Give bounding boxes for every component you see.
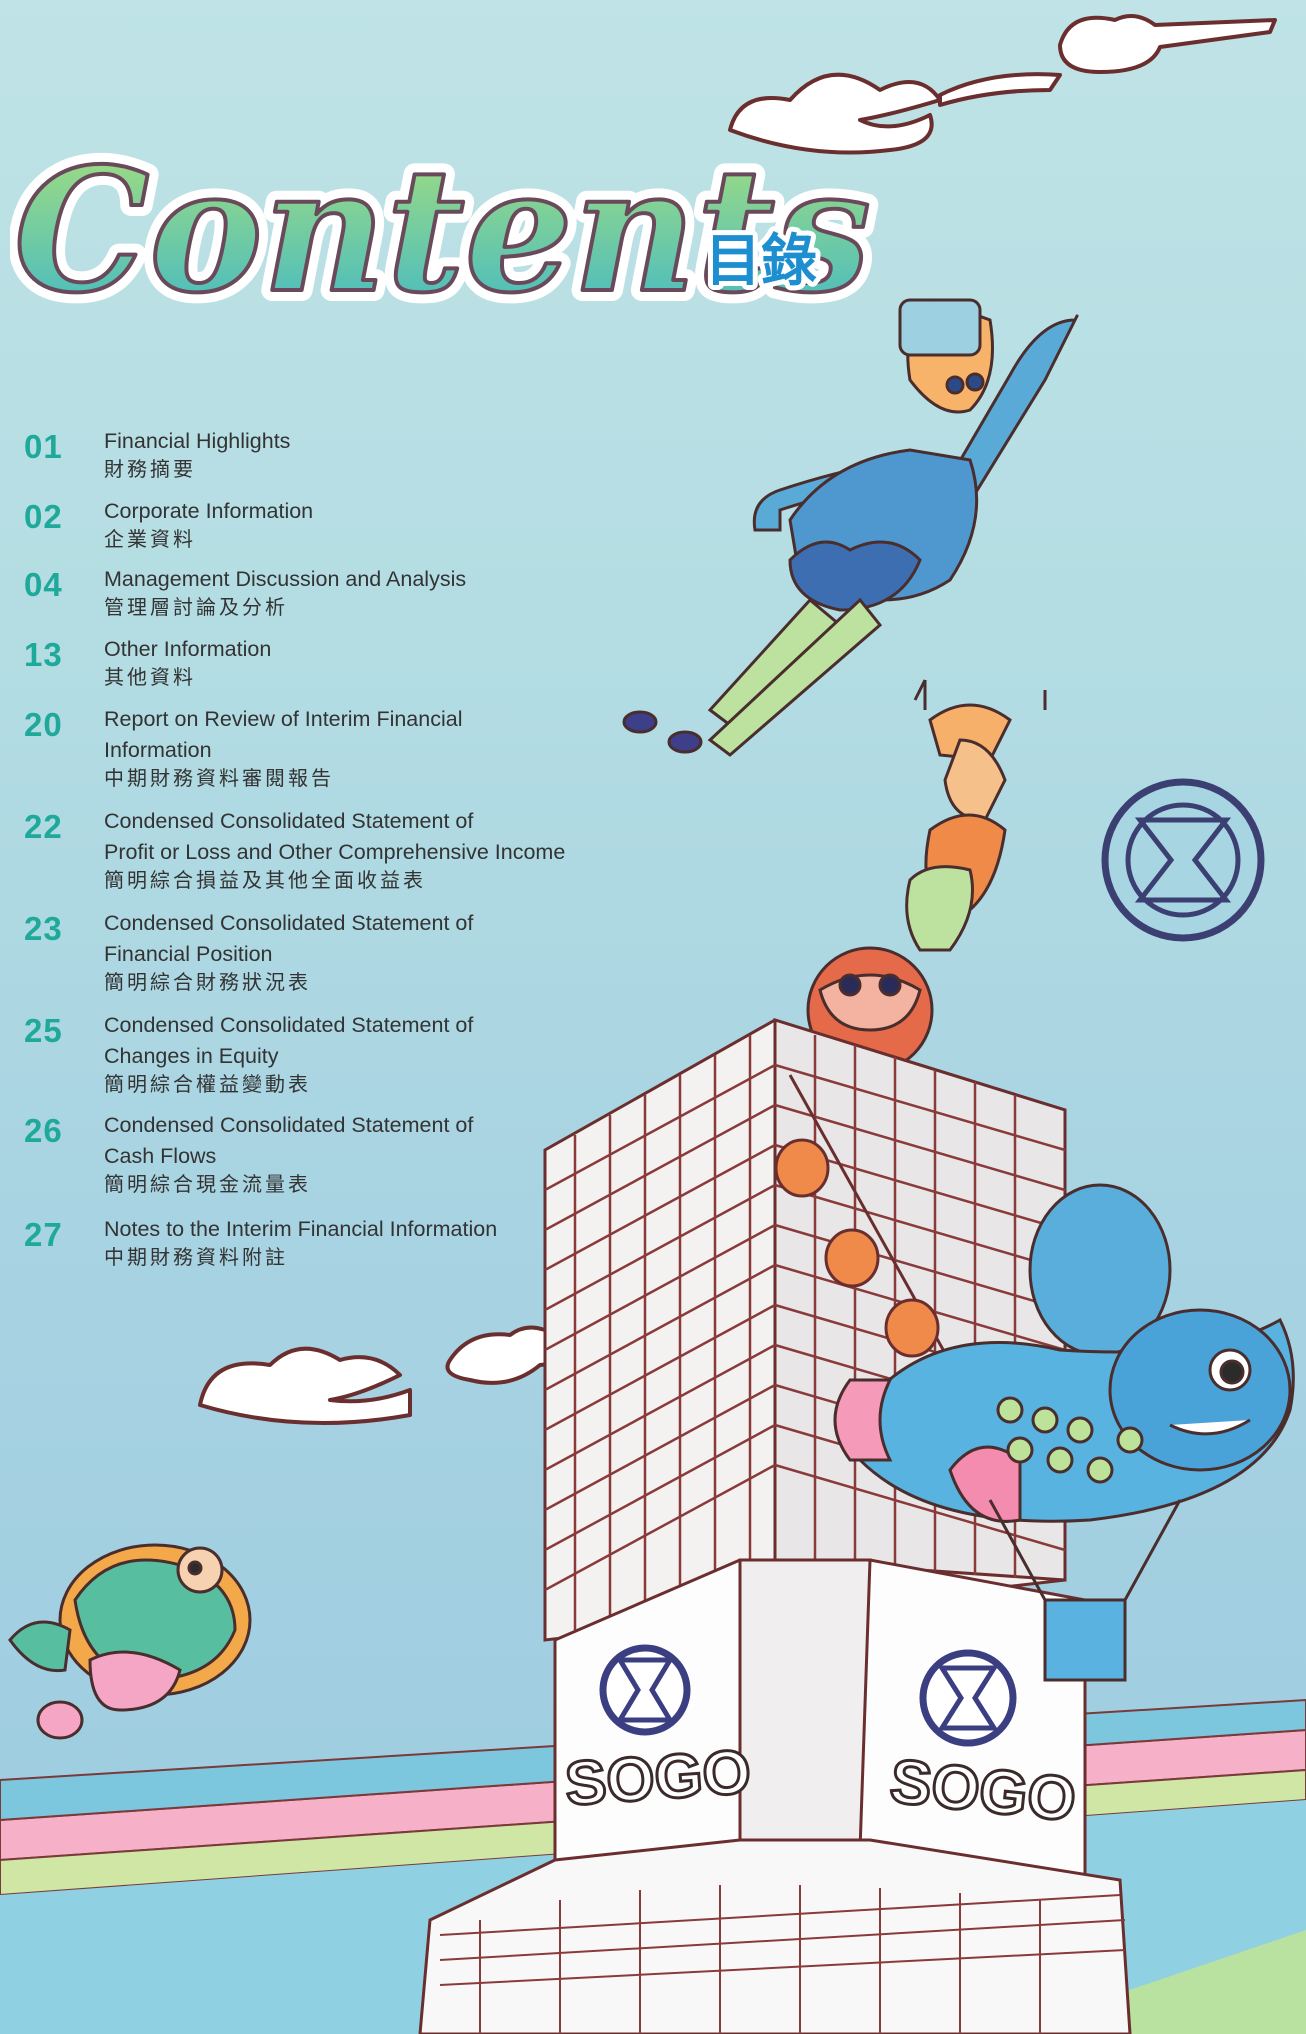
- toc-title-en: Condensed Consolidated Statement of Cash…: [104, 1113, 474, 1168]
- toc-page-number: 20: [24, 706, 63, 743]
- toc-page-number: 27: [24, 1216, 63, 1253]
- toc-title-en: Report on Review of Interim Financial In…: [104, 707, 463, 762]
- toc-title-en: Financial Highlights: [104, 429, 291, 453]
- clown-on-ball: [806, 679, 1047, 1074]
- building-sign-left: SOGO: [563, 1737, 753, 1819]
- small-fish-left: [8, 1543, 252, 1740]
- building-logo-left: [599, 1644, 691, 1736]
- flying-man: [622, 298, 1079, 757]
- title-en-shadow: Contents: [14, 140, 871, 331]
- toc-title-en: Condensed Consolidated Statement of Fina…: [104, 911, 474, 966]
- toc-page-number: 02: [24, 498, 63, 535]
- toc-page-number: 04: [24, 566, 63, 603]
- toc-title-zh: 中期財務資料附註: [104, 1245, 288, 1269]
- contents-title: Contents Contents 目錄 目錄: [3, 120, 910, 342]
- toc-page-number: 23: [24, 910, 63, 947]
- toc-title-zh: 簡明綜合權益變動表: [104, 1072, 311, 1096]
- toc-title-zh: 簡明綜合損益及其他全面收益表: [104, 868, 426, 892]
- toc-title-en: Corporate Information: [104, 499, 314, 523]
- toc-title-en: Condensed Consolidated Statement of Chan…: [104, 1013, 474, 1068]
- toc-title-zh: 簡明綜合財務狀況表: [104, 970, 311, 994]
- toc-title-en: Management Discussion and Analysis: [104, 567, 467, 591]
- toc-title-en: Notes to the Interim Financial Informati…: [104, 1217, 498, 1241]
- lanterns: [774, 1074, 962, 1381]
- toc-page-number: 25: [24, 1012, 63, 1049]
- cloud-top-right: [728, 14, 1277, 155]
- toc-title-zh: 財務摘要: [104, 457, 196, 481]
- toc-title-zh: 企業資料: [104, 527, 196, 551]
- title-en: Contents: [14, 140, 871, 331]
- toc-title-zh: 簡明綜合現金流量表: [104, 1172, 311, 1196]
- building-logo-right: [919, 1649, 1017, 1747]
- fish-balloon: [833, 1183, 1295, 1682]
- toc-page-number: 26: [24, 1112, 63, 1149]
- toc-page-number: 22: [24, 808, 63, 845]
- toc-title-en: Other Information: [104, 637, 272, 661]
- toc-page-number: 13: [24, 636, 63, 673]
- toc-title-en: Condensed Consolidated Statement of Prof…: [104, 809, 566, 864]
- toc-title-zh: 管理層討論及分析: [104, 595, 288, 619]
- sogo-medallion-icon: [1101, 778, 1265, 942]
- title-zh: 目錄: [705, 229, 817, 294]
- title-zh-shadow: 目錄: [705, 229, 817, 294]
- toc-title-zh: 其他資料: [104, 665, 196, 689]
- toc-title-zh: 中期財務資料審閱報告: [104, 766, 334, 790]
- toc-page-number: 01: [24, 428, 63, 465]
